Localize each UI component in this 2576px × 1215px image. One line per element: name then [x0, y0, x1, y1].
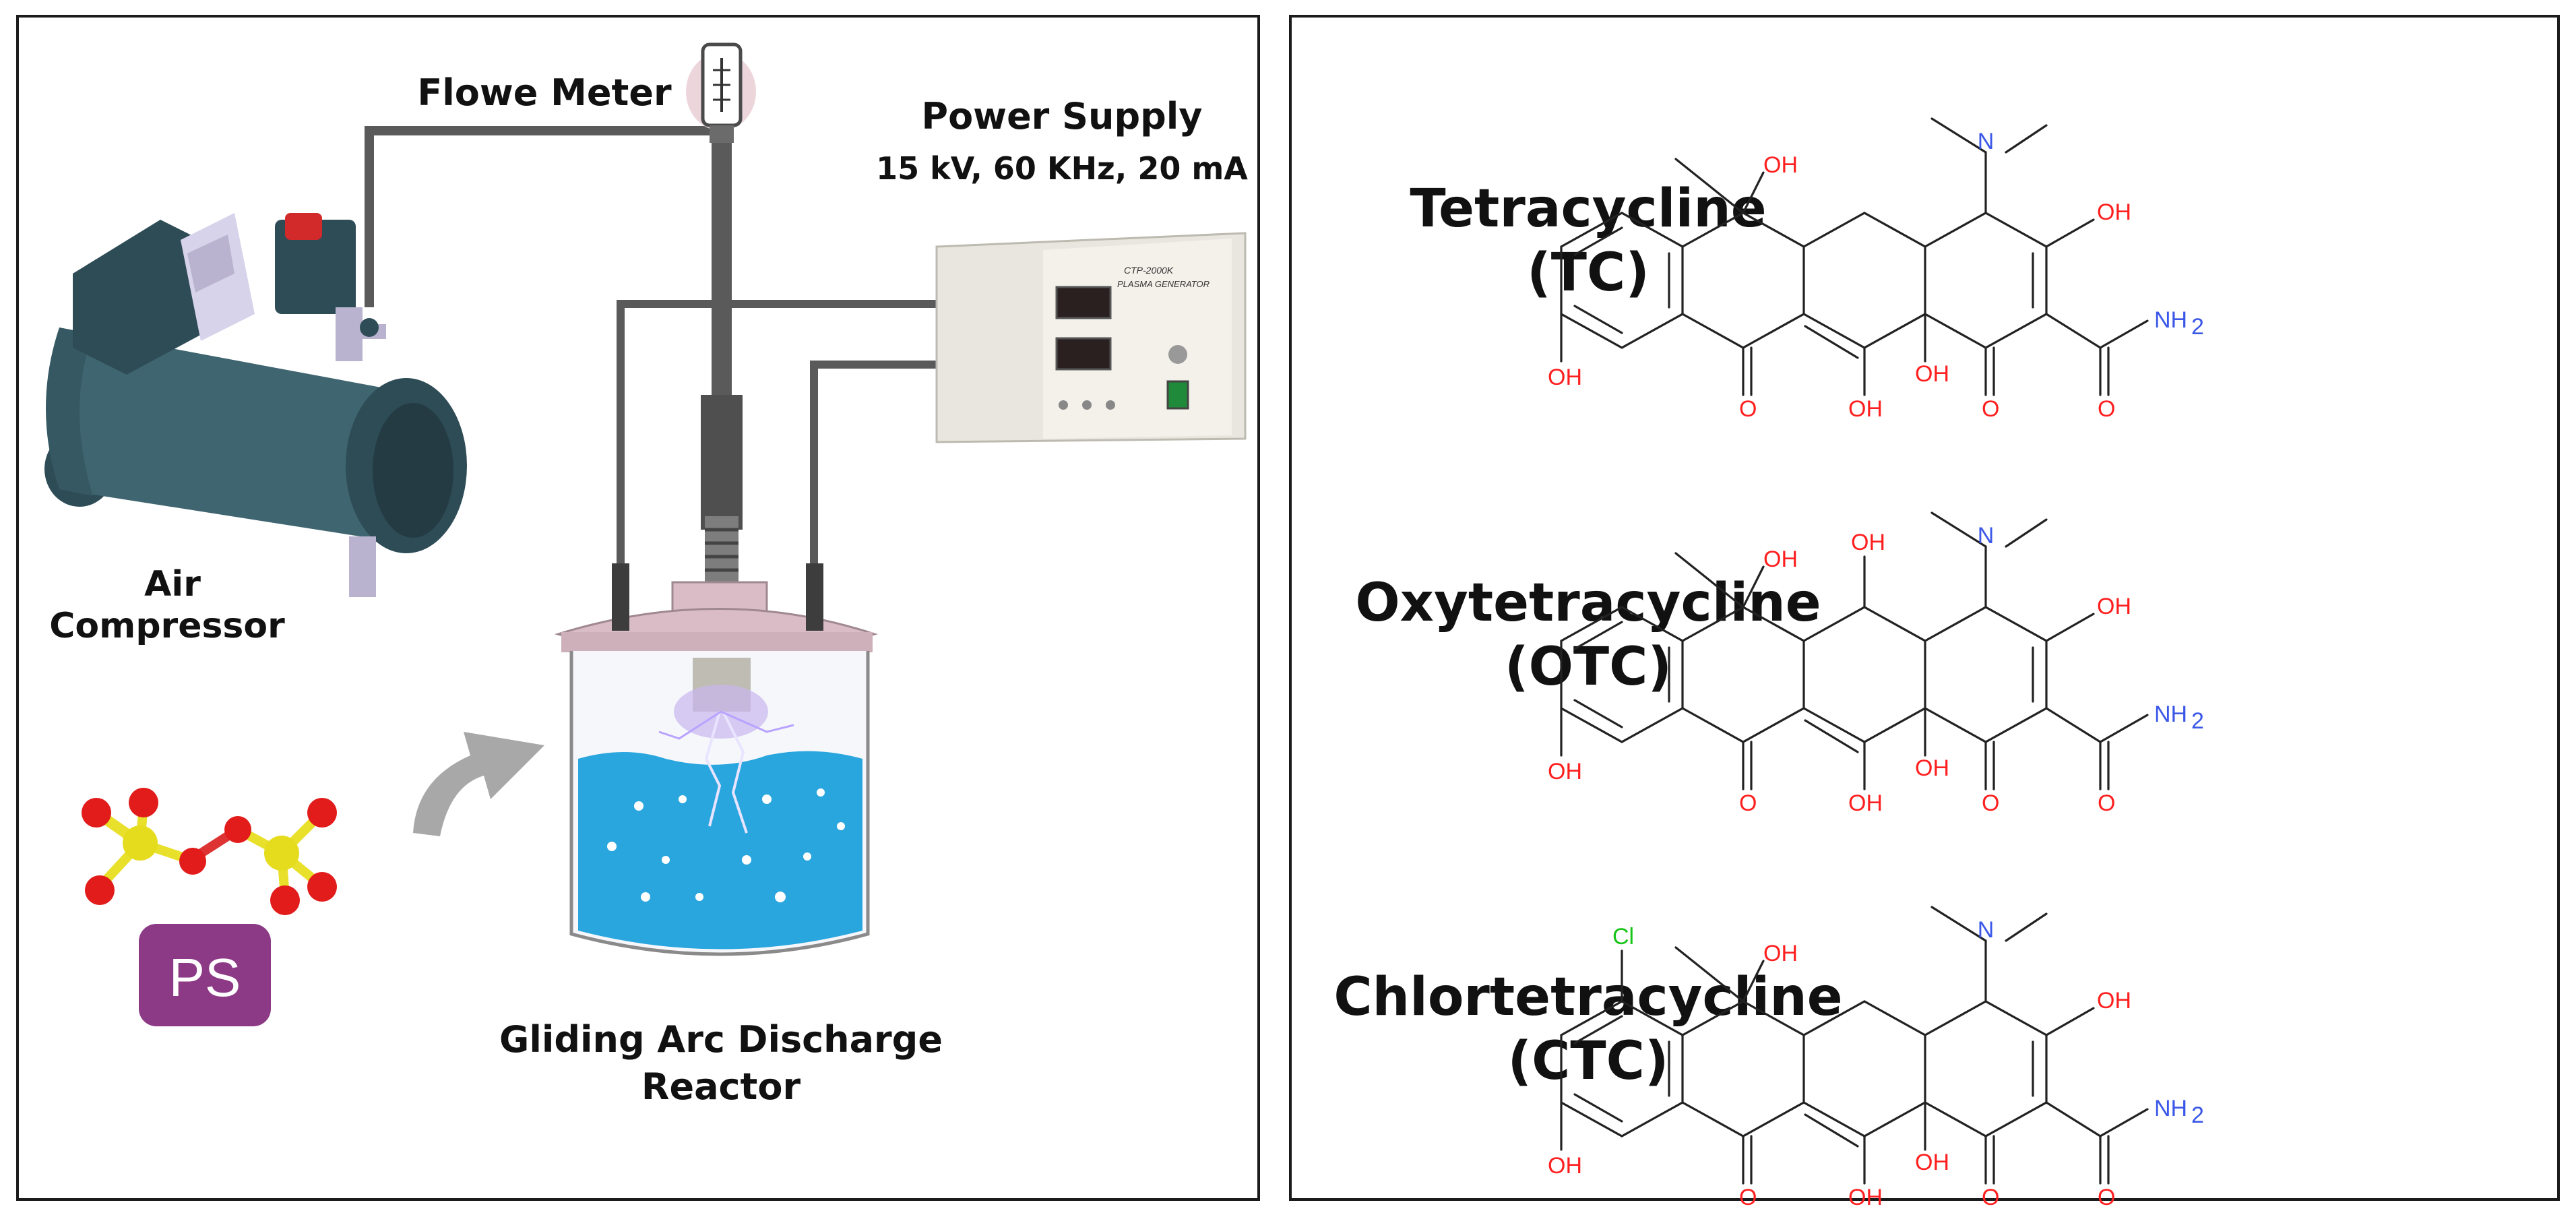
atom-label-o-bottom1: O — [1739, 1185, 1757, 1210]
atom-label-nh2: NH — [2154, 1096, 2187, 1121]
atom-label-oh-bottom2: OH — [1848, 1185, 1883, 1210]
atom-label-o-bottom1: O — [1739, 790, 1757, 816]
ctc-abbr: (CTC) — [1508, 1031, 1669, 1092]
otc-skeleton — [1560, 511, 2149, 790]
atom-label-oh-bottom1: OH — [1548, 1153, 1582, 1179]
atom-label-nh2-sub: 2 — [2191, 1102, 2204, 1128]
structures-diagram: Tetracycline (TC) — [1333, 117, 2204, 1210]
ctc-name: Chlortetracycline — [1333, 967, 1842, 1028]
atom-label-oh-bottom1: OH — [1548, 365, 1582, 390]
atom-label-o-bottom3: O — [2098, 1185, 2115, 1210]
atom-label-n: N — [1978, 523, 1994, 549]
persulfate-molecule — [82, 788, 337, 915]
molecule-tc: Tetracycline (TC) — [1410, 117, 2204, 422]
gas-tube — [365, 119, 732, 422]
atom-label-oh-center: OH — [1915, 1150, 1949, 1175]
reactor-label-line2: Reactor — [641, 1065, 801, 1108]
atom-label-o-bottom3: O — [2098, 790, 2115, 816]
atom-label-oh-bottom1: OH — [1548, 759, 1582, 784]
atom-label-oh-bottom2: OH — [1848, 790, 1883, 816]
reactor-label-line1: Gliding Arc Discharge — [499, 1018, 943, 1061]
atom-label-nh2: NH — [2154, 702, 2187, 727]
tc-name: Tetracycline — [1410, 179, 1766, 239]
molecule-otc: Oxytetracycline (OTC) — [1355, 511, 2204, 816]
atom-label-nh2-sub: 2 — [2191, 314, 2204, 340]
atom-label-oh-top: OH — [1763, 152, 1798, 178]
generator-brand: CTP-2000K — [1124, 265, 1174, 276]
atom-label-oh-bottom2: OH — [1848, 396, 1883, 422]
atom-label-o-bottom1: O — [1739, 396, 1757, 422]
air-compressor — [44, 213, 467, 597]
otc-name: Oxytetracycline — [1355, 573, 1821, 633]
tc-skeleton — [1560, 117, 2149, 396]
ps-badge: PS — [139, 924, 271, 1026]
atom-label-cl: Cl — [1612, 924, 1634, 949]
curved-arrow — [413, 732, 544, 836]
atom-label-o-bottom2: O — [1982, 790, 1999, 816]
atom-label-n: N — [1978, 917, 1994, 943]
atom-label-o-bottom3: O — [2098, 396, 2115, 422]
setup-diagram: Flowe Meter Air Compressor — [44, 42, 1248, 1108]
atom-label-oh-center: OH — [1915, 755, 1949, 781]
atom-label-oh-top: OH — [1763, 547, 1798, 572]
power-supply-title: Power Supply — [922, 95, 1203, 137]
flow-meter-label: Flowe Meter — [417, 71, 672, 114]
atom-label-oh-top: OH — [1763, 941, 1798, 966]
atom-label-nh2: NH — [2154, 307, 2187, 333]
generator-name: PLASMA GENERATOR — [1117, 279, 1210, 289]
otc-abbr: (OTC) — [1505, 637, 1672, 697]
flow-meter — [686, 42, 756, 143]
setup-panel: Flowe Meter Air Compressor — [16, 15, 1260, 1201]
atom-label-oh-center: OH — [1915, 361, 1949, 387]
ctc-skeleton — [1560, 906, 2149, 1185]
atom-label-n: N — [1978, 129, 1994, 154]
atom-label-o-bottom2: O — [1982, 396, 1999, 422]
power-wires — [617, 300, 937, 570]
gliding-arc-reactor — [554, 395, 878, 956]
structures-panel: Tetracycline (TC) — [1289, 15, 2560, 1210]
atom-label-o-bottom2: O — [1982, 1185, 1999, 1210]
tc-abbr: (TC) — [1527, 243, 1650, 303]
molecule-ctc: Chlortetracycline (CTC) — [1333, 906, 2204, 1210]
power-supply-specs: 15 kV, 60 KHz, 20 mA — [876, 150, 1248, 187]
atom-label-oh-ring: OH — [2097, 199, 2131, 225]
atom-label-oh-ring: OH — [2097, 988, 2131, 1014]
plasma-generator: CTP-2000K PLASMA GENERATOR — [935, 232, 1247, 443]
air-compressor-label-line1: Air — [144, 564, 201, 604]
ps-badge-text: PS — [169, 947, 241, 1007]
atom-label-oh-ring: OH — [2097, 594, 2131, 619]
air-compressor-label-line2: Compressor — [49, 606, 285, 646]
atom-label-nh2-sub: 2 — [2191, 708, 2204, 734]
atom-label-oh-extra: OH — [1851, 530, 1885, 555]
